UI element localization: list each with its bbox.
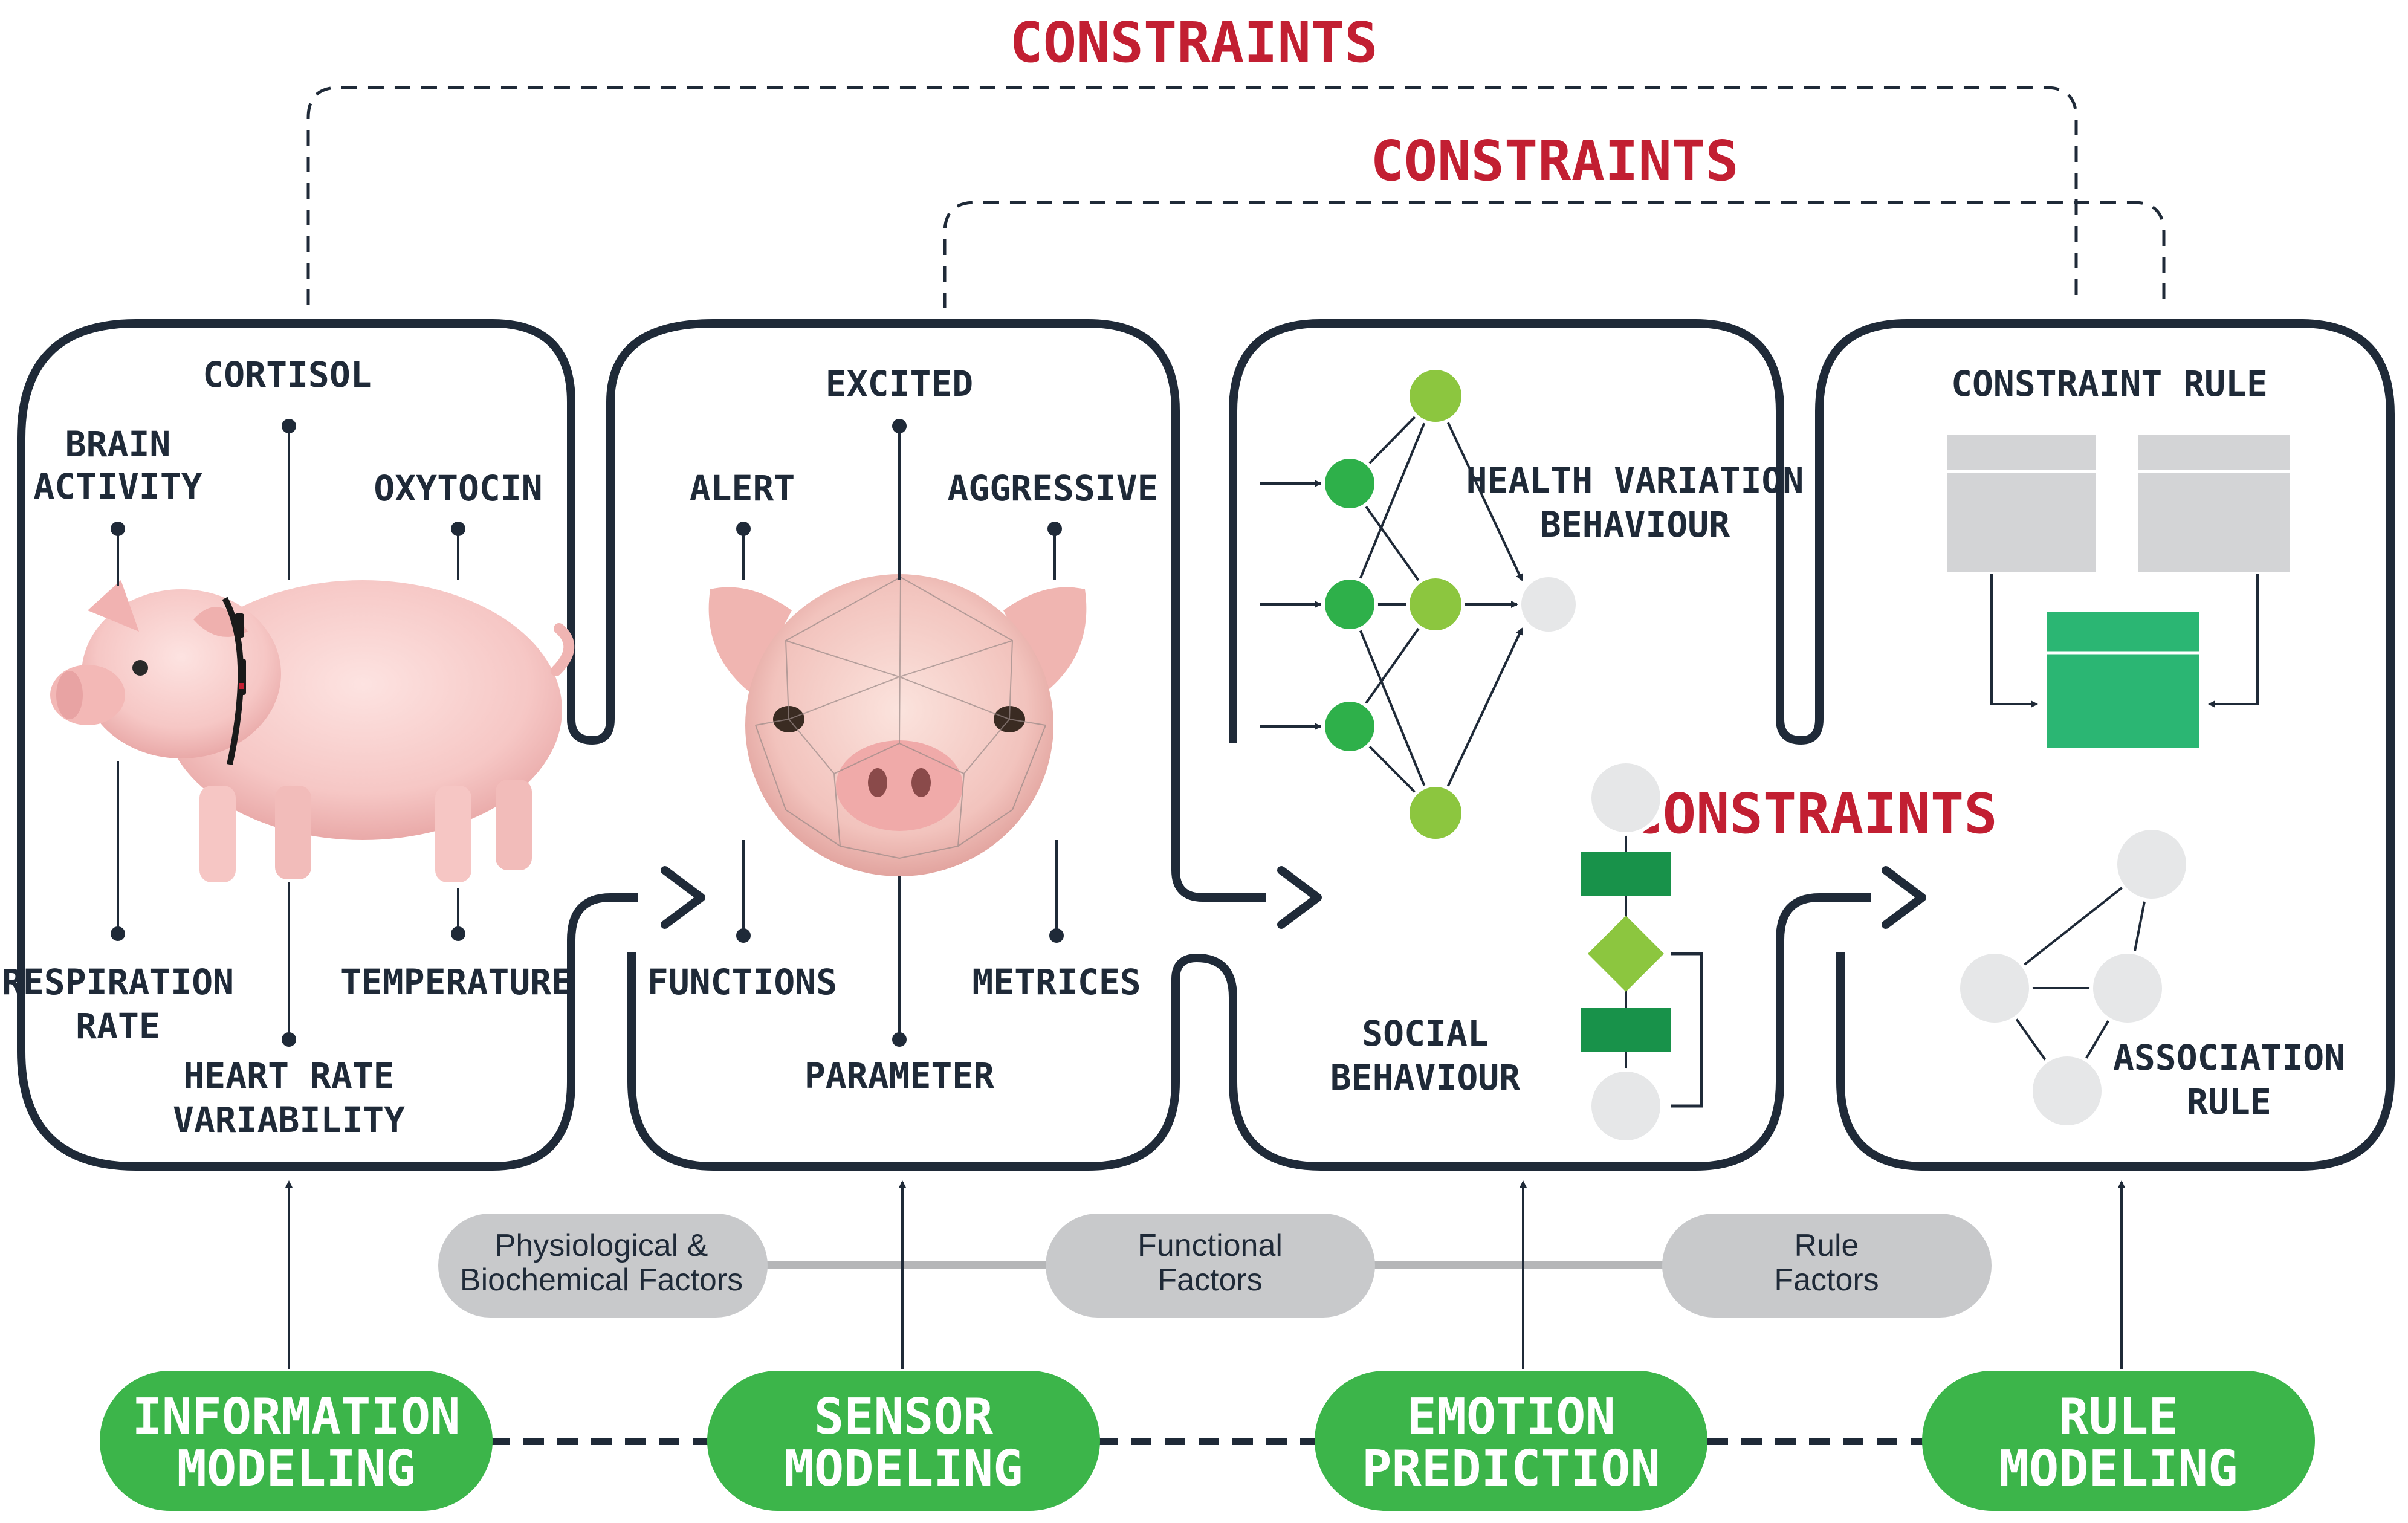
constraints-label-top: CONSTRAINTS [1009,10,1377,75]
label-respiration-line1: RESPIRATION [2,962,234,1003]
constraints-label-right: CONSTRAINTS [1629,781,1997,846]
label-functions: FUNCTIONS [647,962,837,1003]
factor-functional-line2: Factors [1157,1263,1262,1298]
metrices-dot [1049,928,1064,943]
panel-4-frame [1815,319,2395,1171]
cortisol-dot [282,419,296,433]
constraint-connector-inner [943,201,2166,308]
stage-rule-line1: RULE [2059,1388,2178,1446]
label-social-behaviour-line1: SOCIAL [1362,1013,1489,1054]
label-brain-activity-line2: ACTIVITY [33,466,202,507]
factor-physiological-line2: Biochemical Factors [460,1263,743,1298]
label-health-variation-line1: HEALTH VARIATION [1466,460,1804,501]
stage-information-line1: INFORMATION [132,1388,460,1446]
label-brain-activity-line1: BRAIN [65,424,171,465]
label-association-rule-line1: ASSOCIATION [2113,1037,2345,1078]
factor-functional-line1: Functional [1138,1228,1283,1263]
constraints-label-middle: CONSTRAINTS [1370,129,1738,193]
pig-face-illustration [708,574,1087,876]
panel-1-frame [136,319,615,745]
label-social-behaviour-line2: BEHAVIOUR [1330,1057,1520,1098]
stage-information-modeling: INFORMATION MODELING [100,1371,493,1511]
respiration-dot [111,926,125,941]
factor-functional: Functional Factors [1046,1214,1375,1318]
aggressive-dot [1047,522,1062,536]
label-parameter: PARAMETER [804,1055,994,1096]
panel-1-frame-lower [17,319,638,1171]
stage-sensor-modeling: SENSOR MODELING [707,1371,1100,1511]
label-constraint-rule: CONSTRAINT RULE [1951,363,2268,404]
stage-emotion-line2: PREDICTION [1362,1440,1660,1498]
stage-rule-line2: MODELING [1999,1440,2238,1498]
label-oxytocin: OXYTOCIN [374,468,542,509]
label-association-rule-line2: RULE [2187,1081,2271,1122]
excited-dot [892,419,907,433]
panel-3-frame [1229,319,1824,745]
parameter-dot [892,1032,907,1047]
stage-sensor-line2: MODELING [785,1440,1023,1498]
factor-physiological-line1: Physiological & [495,1228,708,1263]
label-heart-rate-line2: VARIABILITY [173,1099,405,1140]
temperature-dot [451,926,465,941]
association-rule-graph [1956,826,2190,1129]
flow-arrow-3-icon [1882,866,1926,929]
label-alert: ALERT [690,468,795,509]
panel-2-frame [606,319,1266,902]
label-aggressive: AGGRESSIVE [947,468,1158,509]
oxytocin-dot [451,522,465,536]
stage-emotion-prediction: EMOTION PREDICTION [1315,1371,1707,1511]
stage-rule-modeling: RULE MODELING [1922,1371,2315,1511]
flow-arrow-2-icon [1277,866,1322,929]
brain-activity-dot [111,522,125,536]
label-metrices: METRICES [972,962,1141,1003]
panel-2-frame-lower [627,952,1237,1171]
constraint-rule-diagram [1945,433,2292,751]
functions-dot [736,928,751,943]
stage-information-line2: MODELING [177,1440,416,1498]
panel-3-frame-lower [1229,893,1871,1171]
label-respiration-line2: RATE [76,1006,160,1047]
stage-sensor-line1: SENSOR [814,1388,994,1446]
factor-rule-line2: Factors [1774,1263,1879,1298]
neural-network-edges [1260,395,1523,814]
factor-rule-line1: Rule [1795,1228,1859,1263]
factor-rule: Rule Factors [1662,1214,1992,1318]
factor-physiological: Physiological & Biochemical Factors [438,1214,768,1318]
social-behaviour-flowchart [1581,760,1703,1144]
constraint-connector-outer [306,86,2078,305]
label-temperature: TEMPERATURE [340,962,572,1003]
label-cortisol: CORTISOL [202,354,371,395]
label-health-variation-line2: BEHAVIOUR [1540,504,1730,545]
stage-emotion-line1: EMOTION [1406,1388,1616,1446]
heart-rate-dot [282,1032,296,1047]
alert-dot [736,522,751,536]
flow-arrow-1-icon [661,866,705,929]
pig-body-illustration [50,580,575,882]
neural-network-nodes [1321,366,1579,842]
label-excited: EXCITED [826,363,973,404]
label-heart-rate-line1: HEART RATE [183,1055,394,1096]
